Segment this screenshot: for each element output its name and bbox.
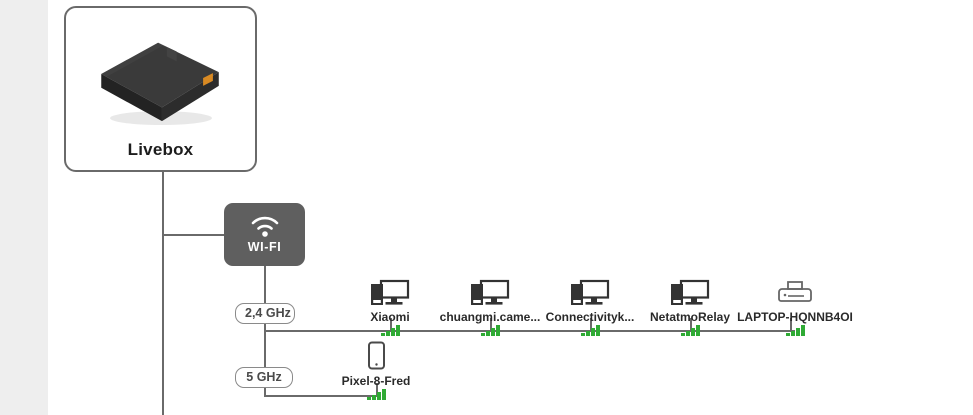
router-label: Livebox (127, 140, 194, 159)
phone-monitor-icon (531, 277, 649, 307)
trunk-to-wifi-line (162, 234, 226, 236)
mobile-phone-icon (317, 341, 435, 371)
device-drop-line (376, 383, 378, 396)
device-node[interactable]: LAPTOP-HQNNB4OI (731, 277, 859, 336)
device-label: Xiaomi (370, 310, 410, 324)
device-label: NetatmoRelay (649, 310, 731, 324)
device-label: chuangmi.came... (439, 310, 541, 324)
device-drop-line (790, 318, 792, 331)
band-5-drop-line (264, 388, 266, 397)
band-pill-5ghz[interactable]: 5 GHz (235, 367, 293, 388)
device-node[interactable]: chuangmi.came... (431, 277, 549, 336)
wifi-signal-icon (251, 216, 278, 237)
band-24-to-band-5-line (264, 323, 266, 369)
device-node[interactable]: Pixel-8-Fred (317, 341, 435, 400)
bus-line-24ghz (264, 330, 795, 332)
device-drop-line (390, 318, 392, 331)
device-drop-line (690, 318, 692, 331)
device-drop-line (590, 318, 592, 331)
router-card-livebox[interactable]: Livebox (64, 6, 257, 172)
signal-strength-icon (431, 325, 549, 336)
band-pill-24ghz[interactable]: 2,4 GHz (235, 303, 295, 324)
wifi-node[interactable]: WI-FI (224, 203, 305, 266)
phone-monitor-icon (431, 277, 549, 307)
device-label: Pixel-8-Fred (341, 374, 411, 388)
left-background-strip (0, 0, 48, 415)
device-label: Connectivityk... (545, 310, 635, 324)
wifi-to-bands-line (264, 266, 266, 315)
router-box-icon (101, 42, 219, 125)
printer-icon (731, 277, 859, 307)
signal-strength-icon (531, 325, 649, 336)
bus-line-5ghz (264, 395, 377, 397)
device-drop-line (490, 318, 492, 331)
device-node[interactable]: Xiaomi (331, 277, 449, 336)
device-node[interactable]: Connectivityk... (531, 277, 649, 336)
signal-strength-icon (331, 325, 449, 336)
device-label: LAPTOP-HQNNB4OI (737, 310, 853, 324)
signal-strength-icon (317, 389, 435, 400)
wifi-node-label: WI-FI (247, 239, 282, 254)
signal-strength-icon (731, 325, 859, 336)
phone-monitor-icon (631, 277, 749, 307)
trunk-line-vertical (162, 172, 164, 415)
phone-monitor-icon (331, 277, 449, 307)
signal-strength-icon (631, 325, 749, 336)
device-node[interactable]: NetatmoRelay (631, 277, 749, 336)
